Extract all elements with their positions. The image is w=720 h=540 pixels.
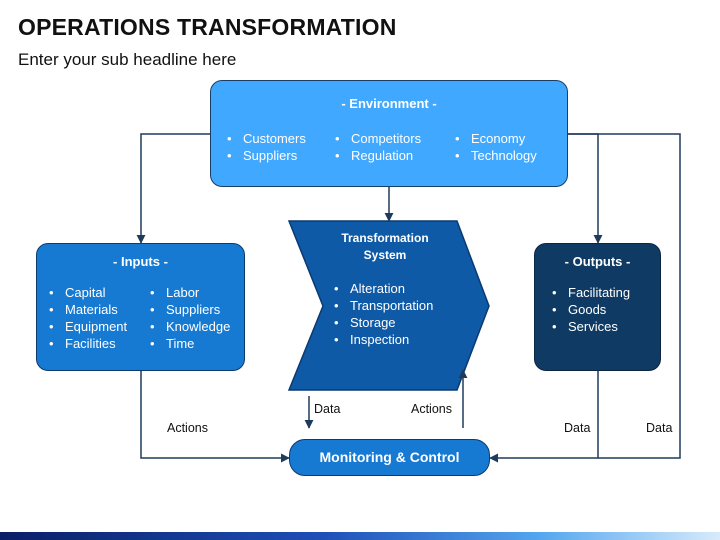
data-right2-label: Data <box>646 421 673 435</box>
env-outer-loop-line <box>568 133 681 459</box>
inputs-title: - Inputs - <box>113 254 168 269</box>
list-item: Suppliers <box>225 147 306 164</box>
list-item: Customers <box>225 130 306 147</box>
inputs-box: - Inputs - Capital Materials Equipment F… <box>36 243 245 371</box>
list-item: Facilitating <box>550 284 630 301</box>
list-item: Technology <box>453 147 537 164</box>
actions-left-label: Actions <box>167 421 208 435</box>
environment-list-col1: Customers Suppliers <box>225 130 306 164</box>
actions-center-label: Actions <box>411 402 452 416</box>
list-item: Materials <box>47 301 127 318</box>
list-item: Transportation <box>332 297 433 314</box>
list-item: Equipment <box>47 318 127 335</box>
list-item-continuation: Goods <box>550 301 630 318</box>
list-item: Regulation <box>333 147 421 164</box>
transformation-title: Transformation System <box>330 230 440 264</box>
data-center-label: Data <box>314 402 341 416</box>
outputs-title: - Outputs - <box>564 254 631 269</box>
inputs-to-monitor-arrow <box>140 371 290 463</box>
environment-list-col2: Competitors Regulation <box>333 130 421 164</box>
transformation-title-line1: Transformation <box>341 231 429 245</box>
inputs-list-col1: Capital Materials Equipment Facilities <box>47 284 127 352</box>
environment-list-col3: Economy Technology <box>453 130 537 164</box>
list-item: Labor <box>148 284 230 301</box>
list-item: Knowledge <box>148 318 230 335</box>
list-item: Capital <box>47 284 127 301</box>
environment-box: - Environment - Customers Suppliers Comp… <box>210 80 568 187</box>
transformation-content: Transformation System Alteration Transpo… <box>330 230 440 348</box>
list-item-text: Goods <box>568 302 607 317</box>
transformation-list: Alteration Transportation Storage Inspec… <box>332 280 433 348</box>
monitoring-control-box: Monitoring & Control <box>289 439 490 476</box>
inputs-list-col2: Labor Suppliers Knowledge Time <box>148 284 230 352</box>
list-item: Economy <box>453 130 537 147</box>
list-item: Time <box>148 335 230 352</box>
list-item: Suppliers <box>148 301 230 318</box>
outputs-box: - Outputs - Facilitating Goods Services <box>534 243 661 371</box>
data-right1-label: Data <box>564 421 591 435</box>
transformation-title-line2: System <box>363 248 407 262</box>
environment-title: - Environment - <box>341 96 437 111</box>
list-item: Services <box>550 318 630 335</box>
outputs-to-monitor-arrow <box>489 371 599 463</box>
bottom-accent-bar <box>0 532 720 540</box>
page-title: OPERATIONS TRANSFORMATION <box>18 14 397 40</box>
env-to-inputs-arrow <box>136 133 210 244</box>
list-item: Storage <box>332 314 433 331</box>
env-to-outputs-arrow <box>568 133 603 244</box>
list-item: Alteration <box>332 280 433 297</box>
list-item: Facilities <box>47 335 127 352</box>
outputs-list: Facilitating Goods Services <box>550 284 630 335</box>
list-item: Inspection <box>332 331 433 348</box>
list-item: Competitors <box>333 130 421 147</box>
page-subtitle: Enter your sub headline here <box>18 50 237 69</box>
